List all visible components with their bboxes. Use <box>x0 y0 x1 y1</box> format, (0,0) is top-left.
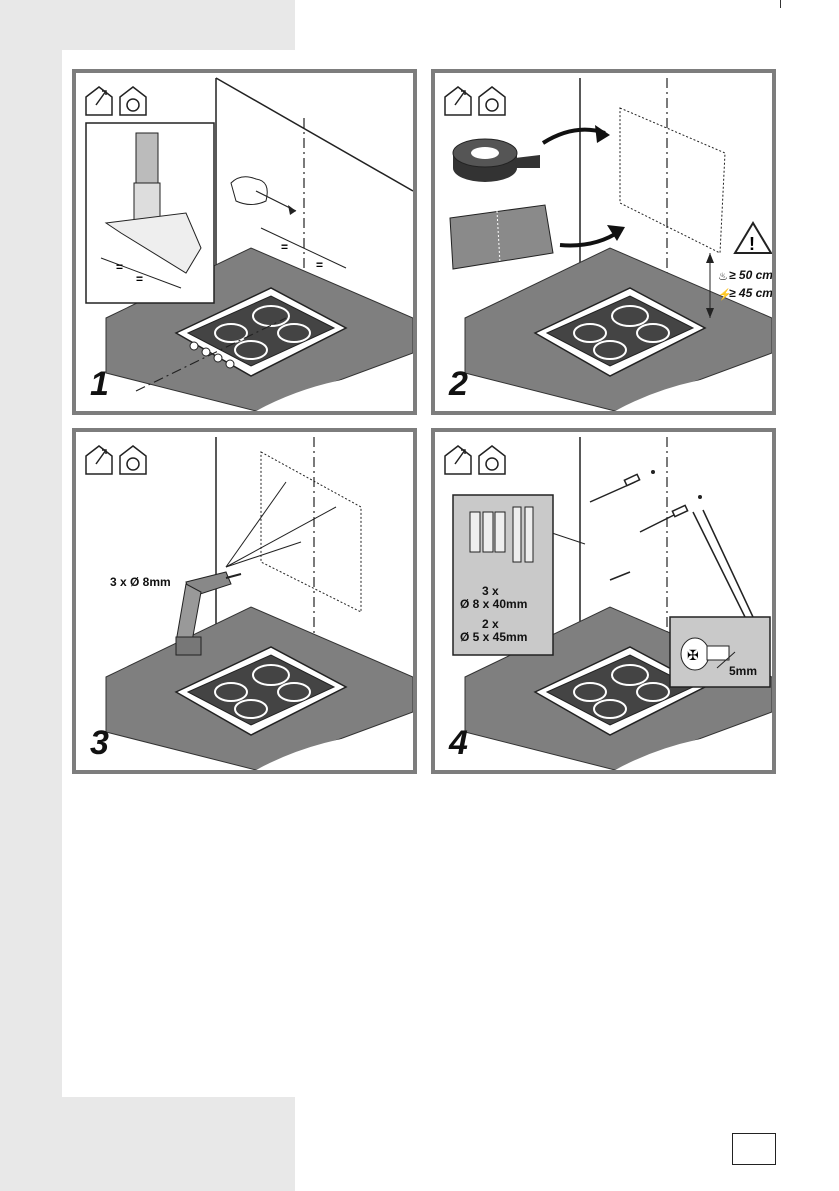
page-margin-left <box>0 0 62 1191</box>
svg-text:♨: ♨ <box>718 271 728 283</box>
svg-text:=: = <box>316 258 323 272</box>
step-number: 2 <box>449 367 468 401</box>
step-number: 1 <box>90 367 109 401</box>
step-3-illustration <box>76 432 413 770</box>
install-house-icon <box>86 87 146 115</box>
page-margin-bottom <box>0 1097 295 1191</box>
install-house-icon <box>445 87 505 115</box>
step-number: 3 <box>90 726 109 760</box>
step-1-panel: = = = = 1 <box>72 69 417 415</box>
step-2-illustration: ! ♨ ⚡ <box>435 73 772 411</box>
gap-label: 5mm <box>729 664 757 678</box>
step-number: 4 <box>449 726 468 760</box>
electric-distance-label: ≥ 45 cm <box>729 286 773 300</box>
parts-spec-2: Ø 5 x 45mm <box>460 630 527 644</box>
parts-qty-1: 3 x <box>482 584 499 598</box>
step-2-panel: ! ♨ ⚡ ≥ 50 cm ≥ 45 cm 2 <box>431 69 776 415</box>
gas-distance-label: ≥ 50 cm <box>729 268 773 282</box>
install-house-icon <box>445 446 505 474</box>
parts-qty-2: 2 x <box>482 617 499 631</box>
screw-icon <box>590 474 688 580</box>
parts-spec-1: Ø 8 x 40mm <box>460 597 527 611</box>
tape-roll-icon <box>453 139 540 182</box>
drill-size-label: 3 x Ø 8mm <box>110 575 171 589</box>
install-house-icon <box>86 446 146 474</box>
page-number-box <box>732 1133 776 1165</box>
svg-text:!: ! <box>749 234 755 254</box>
paper-template-icon <box>450 205 553 269</box>
svg-text:=: = <box>281 240 288 254</box>
step-3-panel: 3 x Ø 8mm 3 <box>72 428 417 774</box>
svg-text:=: = <box>136 272 143 286</box>
step-4-panel: ✠ 3 x Ø 8 x 40mm 2 x Ø 5 x 45mm 5mm 4 <box>431 428 776 774</box>
step-1-illustration: = = = = <box>76 73 413 411</box>
crop-mark <box>780 0 781 8</box>
svg-text:=: = <box>116 260 123 274</box>
svg-text:✠: ✠ <box>687 647 699 663</box>
